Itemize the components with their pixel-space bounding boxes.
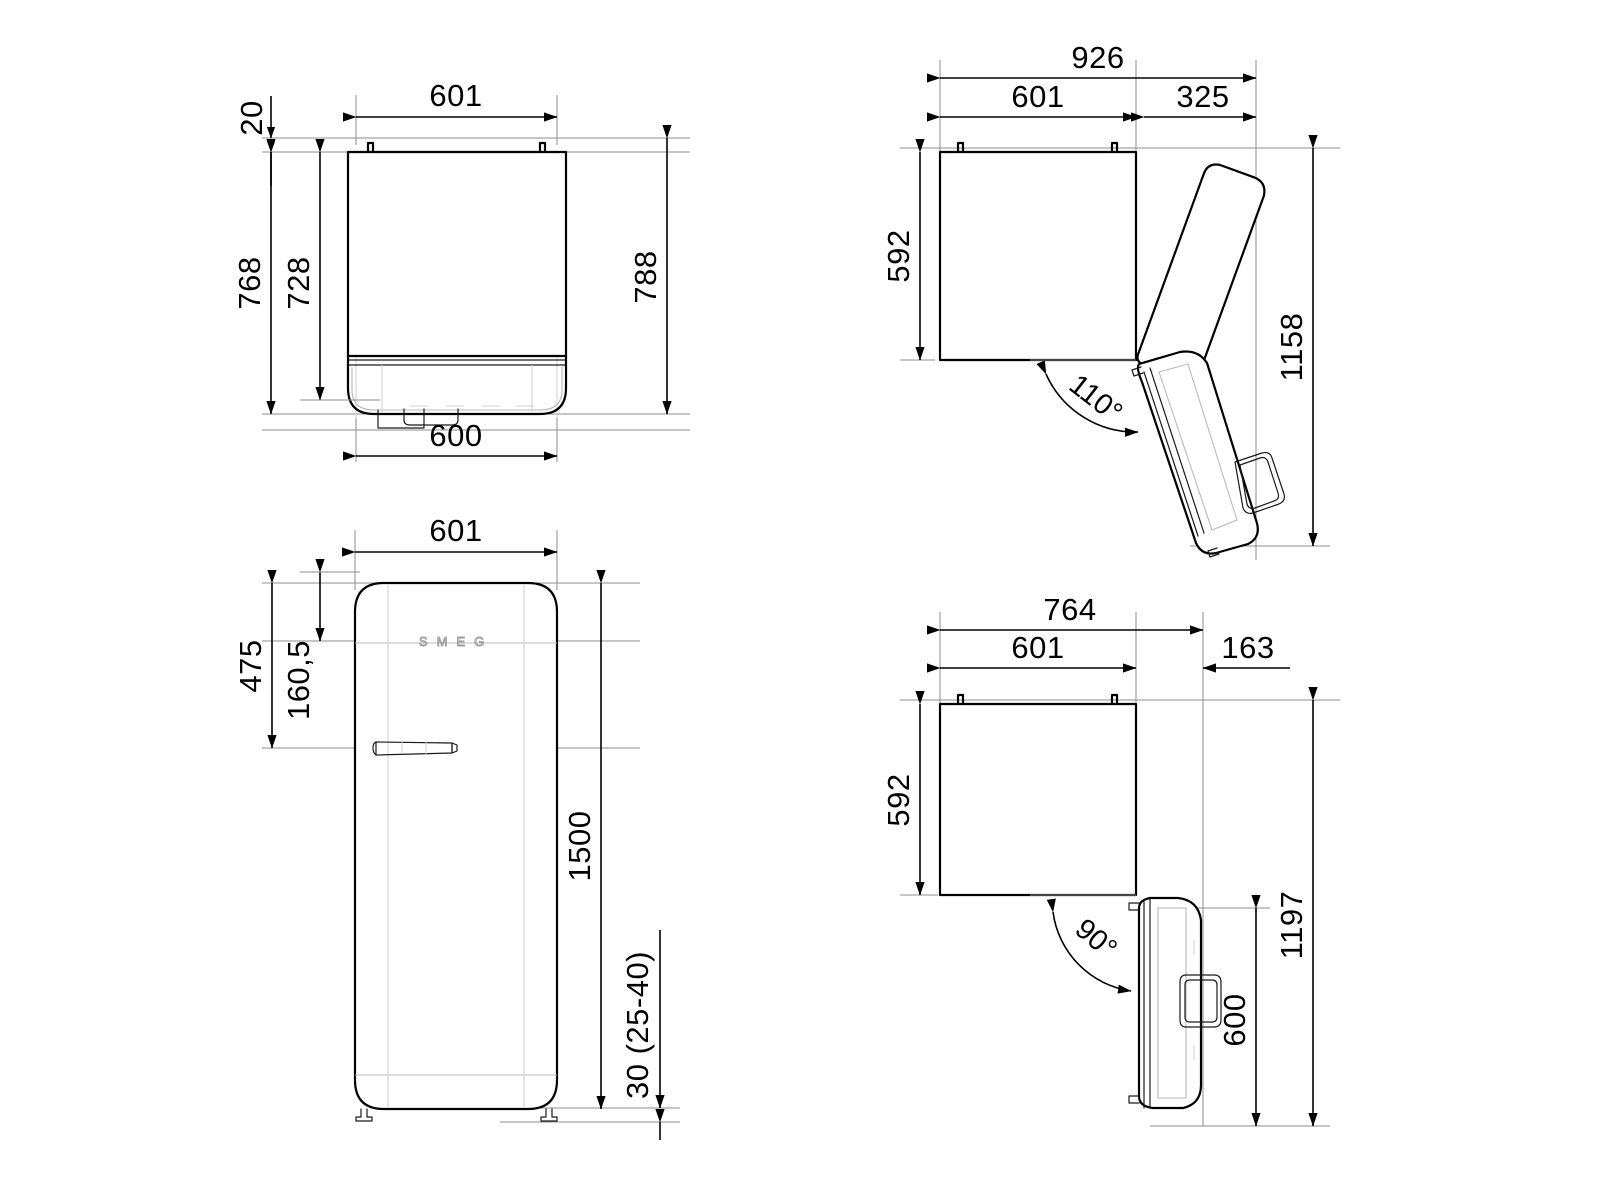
dim-top-width-601: 601	[343, 78, 558, 122]
dim-p90-door-600: 600	[1217, 895, 1261, 1127]
dim-front-height-1500-label: 1500	[562, 811, 597, 882]
dim-p110-total-926-label: 926	[1071, 40, 1124, 75]
plan-door-90-view: 90° 764 601 163 592 1197 6	[881, 592, 1340, 1127]
smeg-logo: SMEG	[419, 634, 493, 650]
dim-p110-body-601-label: 601	[1011, 79, 1064, 114]
dim-p90-door-163-label: 163	[1221, 630, 1274, 665]
dim-front-logo-160-5: 160,5	[281, 559, 360, 720]
dim-p90-body-601: 601	[927, 630, 1137, 673]
dim-p90-door-600-label: 600	[1217, 993, 1252, 1046]
dim-p110-swing-1158-label: 1158	[1274, 313, 1309, 382]
dim-p90-swing-1197: 1197	[1274, 687, 1318, 1127]
front-view-appliance-outline: SMEG	[353, 581, 559, 1122]
dim-front-handle-475-label: 475	[233, 639, 268, 692]
plan-90-door-body	[1128, 896, 1222, 1110]
dim-top-width-600: 600	[343, 418, 558, 461]
dim-top-depth-768: 768	[232, 139, 276, 415]
dim-p110-depth-592: 592	[881, 139, 925, 361]
dim-front-feet-30-label: 30 (25-40)	[620, 951, 655, 1099]
adjustable-feet	[355, 1108, 558, 1122]
dim-front-width-601: 601	[342, 513, 558, 557]
dim-front-width-601-label: 601	[429, 513, 482, 548]
door-handle	[372, 741, 458, 756]
dim-p110-swing-1158: 1158	[1274, 135, 1318, 547]
plan-110-cabinet-outline	[938, 141, 1138, 362]
dim-top-depth-728-label: 728	[281, 256, 316, 309]
dim-p90-depth-592-label: 592	[881, 773, 916, 826]
dim-front-handle-475: 475	[233, 570, 277, 749]
dim-p110-total-926: 926	[927, 40, 1257, 83]
dim-p90-total-764-label: 764	[1043, 592, 1096, 627]
dim-top-depth-728: 728	[281, 139, 380, 401]
plan-110-door-body	[1131, 350, 1286, 558]
dim-front-logo-160-5-label: 160,5	[281, 640, 316, 720]
top-view-appliance-outline	[346, 141, 568, 429]
dim-p110-body-601: 601	[927, 79, 1137, 122]
dim-top-width-601-label: 601	[429, 78, 482, 113]
dim-top-depth-788-label: 788	[628, 250, 663, 303]
dim-top-depth-768-label: 768	[232, 256, 267, 309]
plan-door-110-view: 110° 926 601 325 592 1158	[881, 40, 1340, 560]
dim-p90-total-764: 764	[927, 592, 1204, 635]
dim-front-feet-30: 30 (25-40)	[620, 930, 665, 1140]
dim-p90-body-601-label: 601	[1011, 630, 1064, 665]
dim-top-width-600-label: 600	[429, 418, 482, 453]
dim-top-depth-788: 788	[628, 125, 672, 415]
smeg-logo-text: SMEG	[419, 634, 493, 649]
dim-p110-door-325: 325	[1131, 79, 1257, 122]
front-view: SMEG 601 475	[233, 513, 680, 1140]
plan-90-cabinet-outline	[938, 693, 1138, 897]
top-view: 601 600 20 768 728 788	[232, 78, 690, 462]
dim-p90-swing-1197-label: 1197	[1274, 891, 1309, 960]
dim-p90-door-163: 163	[1202, 630, 1290, 673]
dim-top-offset-20: 20	[234, 96, 276, 186]
dim-p110-depth-592-label: 592	[881, 229, 916, 282]
dim-top-offset-20-label: 20	[234, 100, 269, 135]
dim-front-height-1500: 1500	[562, 570, 606, 1110]
dim-p90-depth-592: 592	[881, 691, 925, 896]
dim-p110-door-325-label: 325	[1176, 79, 1229, 114]
